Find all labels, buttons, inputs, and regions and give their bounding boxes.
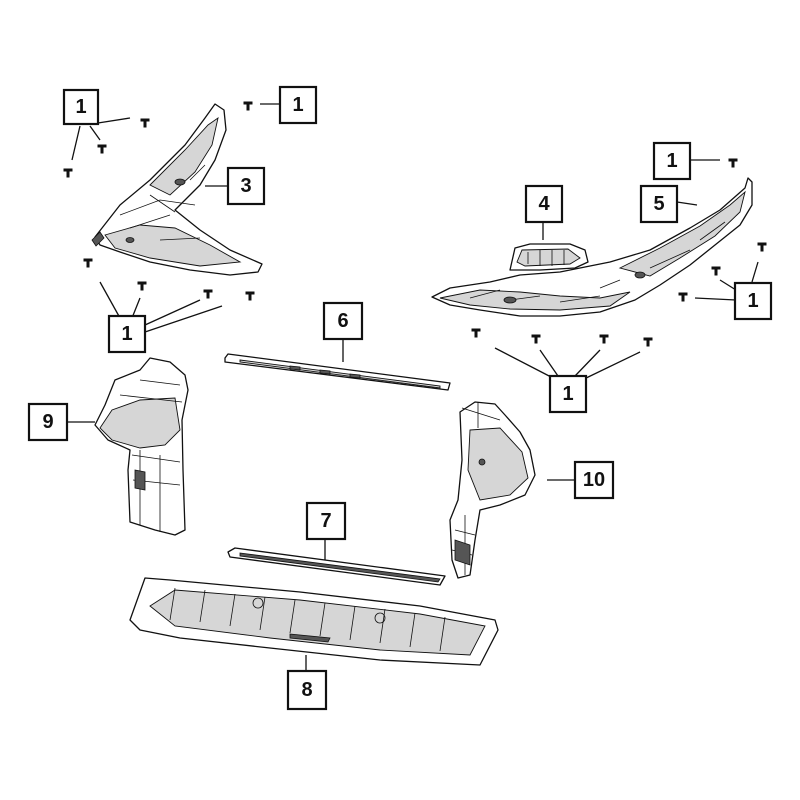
callout-1-right-top: 1 — [652, 141, 692, 181]
callout-1-lower-left: 1 — [107, 314, 147, 354]
push-pin-fastener-icon — [728, 158, 738, 168]
callout-4: 4 — [524, 184, 564, 224]
callout-1-top-center: 1 — [278, 85, 318, 125]
push-pin-fastener-icon — [137, 281, 147, 291]
part-6-upper-seal[interactable] — [224, 353, 451, 391]
svg-text:6: 6 — [337, 310, 348, 332]
push-pin-fastener-icon — [83, 258, 93, 268]
svg-text:8: 8 — [301, 679, 312, 701]
push-pin-fastener-icon — [140, 118, 150, 128]
push-pin-fastener-icon — [599, 334, 609, 344]
callout-10: 10 — [573, 460, 615, 500]
svg-text:1: 1 — [121, 323, 132, 345]
svg-text:7: 7 — [320, 510, 331, 532]
svg-text:10: 10 — [583, 469, 605, 491]
push-pin-fastener-icon — [531, 334, 541, 344]
part-4-air-duct[interactable] — [509, 243, 589, 271]
push-pin-fastener-icon — [711, 266, 721, 276]
callout-7: 7 — [305, 501, 347, 541]
fastener-group — [63, 101, 767, 347]
push-pin-fastener-icon — [678, 292, 688, 302]
part-5-right-splash-shield[interactable] — [431, 177, 753, 317]
callout-6: 6 — [322, 301, 364, 341]
push-pin-fastener-icon — [643, 337, 653, 347]
callout-1-right-side: 1 — [733, 281, 773, 321]
svg-text:9: 9 — [42, 411, 53, 433]
part-3-left-splash-shield[interactable] — [91, 103, 263, 276]
callout-1-bottom-right: 1 — [548, 374, 588, 414]
svg-text:4: 4 — [538, 193, 550, 215]
svg-text:1: 1 — [75, 96, 86, 118]
push-pin-fastener-icon — [245, 291, 255, 301]
push-pin-fastener-icon — [63, 168, 73, 178]
svg-text:5: 5 — [653, 193, 664, 215]
svg-text:1: 1 — [747, 290, 758, 312]
part-10-right-deflector[interactable] — [449, 401, 536, 579]
part-8-lower-shield[interactable] — [129, 577, 499, 666]
svg-text:3: 3 — [240, 175, 251, 197]
callout-1-top-left: 1 — [62, 88, 100, 126]
svg-text:1: 1 — [562, 383, 573, 405]
callout-8: 8 — [286, 669, 328, 711]
push-pin-fastener-icon — [471, 328, 481, 338]
push-pin-fastener-icon — [203, 289, 213, 299]
svg-text:1: 1 — [292, 94, 303, 116]
part-9-left-deflector[interactable] — [94, 357, 189, 536]
push-pin-fastener-icon — [757, 242, 767, 252]
push-pin-fastener-icon — [243, 101, 253, 111]
callout-3: 3 — [226, 166, 266, 206]
part-7-lower-seal[interactable] — [227, 547, 446, 586]
push-pin-fastener-icon — [97, 144, 107, 154]
callout-9: 9 — [27, 402, 69, 442]
svg-text:1: 1 — [666, 150, 677, 172]
callout-5: 5 — [639, 184, 679, 224]
leader-lines — [66, 103, 759, 672]
